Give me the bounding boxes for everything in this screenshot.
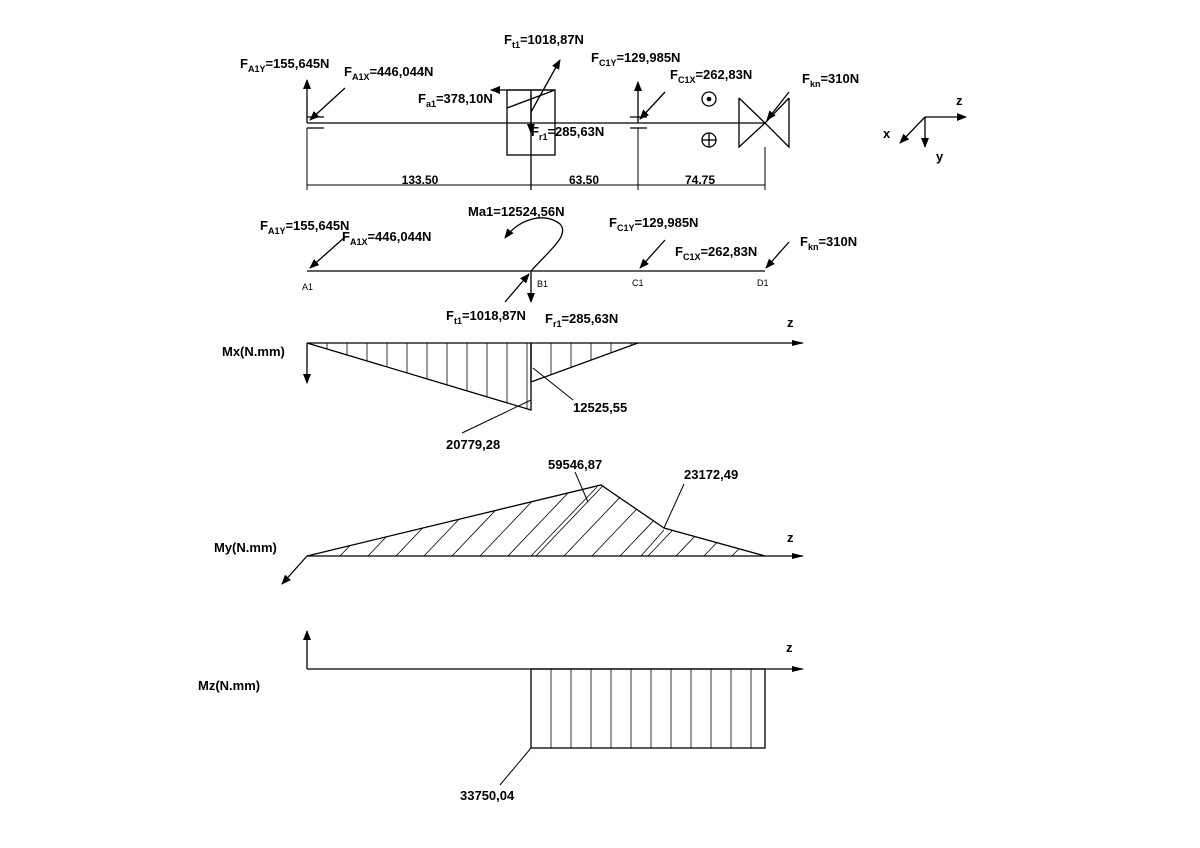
mx-value-2: 12525,55 xyxy=(573,400,627,415)
hatch-line xyxy=(479,501,533,557)
coupling-right-triangle xyxy=(764,97,790,149)
force-kn-arrow xyxy=(766,91,790,121)
my-diagram: My(N.mm) z 59546,87 23172,49 xyxy=(214,457,804,585)
mx-leader-2 xyxy=(532,367,574,401)
my-leader-2 xyxy=(663,483,685,529)
mx-axis-label: z xyxy=(787,315,794,330)
axis-x-label: x xyxy=(883,126,891,141)
my-value-2: 23172,49 xyxy=(684,467,738,482)
load-force-c1x-label: FC1X=262,83N xyxy=(675,244,757,262)
dimension-label-bc: 63.50 xyxy=(569,173,599,187)
force-c1y-label: FC1Y=129,985N xyxy=(591,50,680,68)
mz-diagram: Mz(N.mm) z 33750,04 xyxy=(198,630,804,803)
point-a1-label: A1 xyxy=(302,282,313,292)
hatch-line xyxy=(535,485,604,557)
hatch-line xyxy=(731,548,740,557)
mx-value-1: 20779,28 xyxy=(446,437,500,452)
point-d1-label: D1 xyxy=(757,278,769,288)
hatch-line xyxy=(563,496,621,557)
force-c1x-arrow xyxy=(639,91,666,120)
point-c1-label: C1 xyxy=(632,278,644,288)
mx-region-1 xyxy=(306,342,532,411)
hatch-line xyxy=(507,492,569,557)
hatch-line xyxy=(395,527,424,557)
load-force-c1y-label: FC1Y=129,985N xyxy=(609,215,698,233)
my-value-1: 59546,87 xyxy=(548,457,602,472)
load-force-a1x-label: FA1X=446,044N xyxy=(342,229,431,247)
mz-label: Mz(N.mm) xyxy=(198,678,260,693)
load-force-kn-arrow xyxy=(765,241,790,269)
force-a1x-arrow xyxy=(309,87,346,121)
axis-y-label: y xyxy=(936,149,944,164)
axis-z-label: z xyxy=(956,93,963,108)
force-a1-label: Fa1=378,10N xyxy=(418,91,493,109)
mx-label: Mx(N.mm) xyxy=(222,344,285,359)
point-b1-label: B1 xyxy=(537,279,548,289)
load-diagram: FA1Y=155,645N FA1X=446,044N Ma1=12524,56… xyxy=(260,204,857,329)
mx-leader-1 xyxy=(461,399,532,434)
coordinate-triad: z y x xyxy=(883,93,967,164)
dimension-label-ab: 133.50 xyxy=(402,173,439,187)
load-force-a1y-label: FA1Y=155,645N xyxy=(260,218,349,236)
my-label: My(N.mm) xyxy=(214,540,277,555)
load-force-kn-label: Fkn=310N xyxy=(800,234,857,252)
mz-hatching xyxy=(550,669,752,748)
out-of-plane-icon xyxy=(701,91,717,107)
hatch-line xyxy=(367,536,387,557)
my-axis-label: z xyxy=(787,530,794,545)
load-force-a1x-arrow xyxy=(309,236,346,269)
shaft-diagram: FA1Y=155,645N FA1X=446,044N Ft1=1018,87N… xyxy=(240,32,859,190)
my-moment-axis xyxy=(281,555,308,585)
hatch-line xyxy=(451,510,496,557)
my-curve xyxy=(306,484,766,557)
force-r1-label: Fr1=285,63N xyxy=(531,124,604,142)
mx-region-2 xyxy=(530,342,639,383)
axis-x-arrow xyxy=(899,116,926,144)
hatch-line xyxy=(591,508,638,557)
mz-axis-label: z xyxy=(786,640,793,655)
hatch-line xyxy=(675,535,696,557)
moment-arc-arrow xyxy=(504,217,564,272)
hatch-line xyxy=(647,529,673,557)
force-t1-label: Ft1=1018,87N xyxy=(504,32,584,50)
mx-hatching xyxy=(326,343,632,409)
mz-region xyxy=(530,668,766,749)
mz-leader xyxy=(499,747,532,786)
dimension-label-cd: 74.75 xyxy=(685,173,715,187)
force-a1y-label: FA1Y=155,645N xyxy=(240,56,329,74)
mx-diagram: Mx(N.mm) z 20779,28 12525,55 xyxy=(222,315,804,452)
hatch-line xyxy=(619,520,654,557)
hatch-line xyxy=(759,554,762,557)
force-t1-arrow xyxy=(530,59,561,113)
load-force-t1-label: Ft1=1018,87N xyxy=(446,308,526,326)
my-hatching xyxy=(339,485,762,557)
my-leader-1 xyxy=(574,471,589,503)
out-of-plane-dot xyxy=(706,96,712,102)
force-kn-label: Fkn=310N xyxy=(802,71,859,89)
coupling-left-triangle xyxy=(738,97,766,149)
moment-label: Ma1=12524,56N xyxy=(468,204,565,219)
hatch-line xyxy=(339,545,351,557)
load-force-r1-label: Fr1=285,63N xyxy=(545,311,618,329)
hatch-line xyxy=(703,542,718,557)
mz-value: 33750,04 xyxy=(460,788,515,803)
load-force-t1-arrow xyxy=(504,273,530,303)
hatch-line xyxy=(640,529,665,557)
hatch-line xyxy=(423,518,460,557)
force-c1x-label: FC1X=262,83N xyxy=(670,67,752,85)
load-force-c1y-arrow xyxy=(639,239,666,269)
force-a1x-label: FA1X=446,044N xyxy=(344,64,433,82)
